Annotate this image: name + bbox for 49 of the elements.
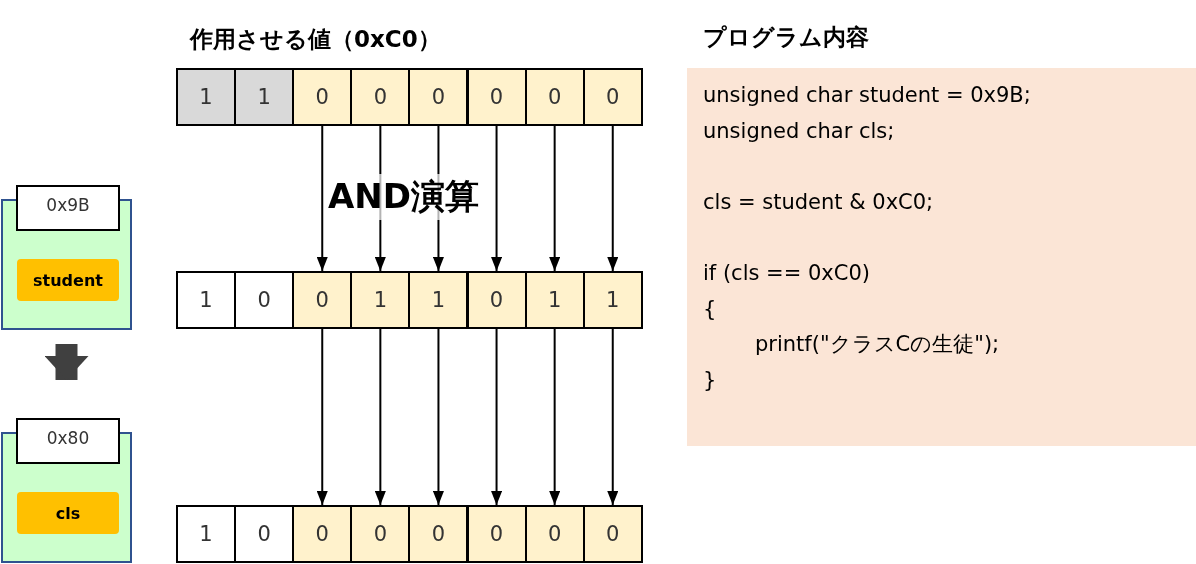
value-tab: 0x80 [16, 418, 120, 464]
bit-cell: 0 [466, 271, 527, 329]
variable-name: student [17, 259, 119, 301]
bit-cell: 0 [524, 68, 585, 126]
code-line: if (cls == 0xC0) [703, 260, 870, 287]
bit-cell: 0 [350, 505, 411, 563]
bit-cell: 1 [582, 271, 643, 329]
bit-cell: 1 [408, 271, 469, 329]
bit-cell: 0 [292, 271, 353, 329]
arrow [316, 328, 328, 506]
bit-cell: 1 [524, 271, 585, 329]
bit-cell: 0 [234, 505, 295, 563]
arrow [491, 328, 503, 506]
code-line: unsigned char cls; [703, 117, 895, 145]
arrow [607, 125, 619, 272]
arrow [549, 328, 561, 506]
code-line: printf("クラスCの生徒"); [755, 331, 1000, 359]
bit-cell: 1 [350, 271, 411, 329]
code-line: cls = student & 0xC0; [703, 188, 934, 216]
bit-cell: 0 [582, 505, 643, 563]
bit-cell: 0 [408, 505, 469, 563]
bit-cell: 0 [234, 271, 295, 329]
bit-cell: 0 [524, 505, 585, 563]
panel-heading: プログラム内容 [703, 23, 870, 52]
bit-cell: 1 [176, 271, 237, 329]
arrow [549, 125, 561, 272]
bit-cell: 1 [176, 68, 237, 126]
bit-cell: 0 [408, 68, 469, 126]
bit-cell: 0 [466, 68, 527, 126]
bit-cell: 1 [176, 505, 237, 563]
code-line: } [703, 366, 717, 394]
bit-cell: 0 [350, 68, 411, 126]
bit-cell: 0 [292, 505, 353, 563]
arrow [607, 328, 619, 506]
bit-cell: 1 [234, 68, 295, 126]
arrow [374, 328, 386, 506]
code-line: unsigned char student = 0x9B; [703, 82, 1031, 109]
operation-label: AND演算 [326, 174, 481, 220]
bit-cell: 0 [292, 68, 353, 126]
bit-cell: 0 [582, 68, 643, 126]
arrow [316, 125, 328, 272]
row-heading: 作用させる値（0xC0） [190, 25, 441, 54]
arrow [432, 328, 444, 506]
bit-cell: 0 [466, 505, 527, 563]
code-line: { [703, 295, 717, 323]
block-arrow [44, 344, 89, 380]
arrow [491, 125, 503, 272]
variable-name: cls [17, 492, 119, 534]
value-tab: 0x9B [16, 185, 120, 231]
